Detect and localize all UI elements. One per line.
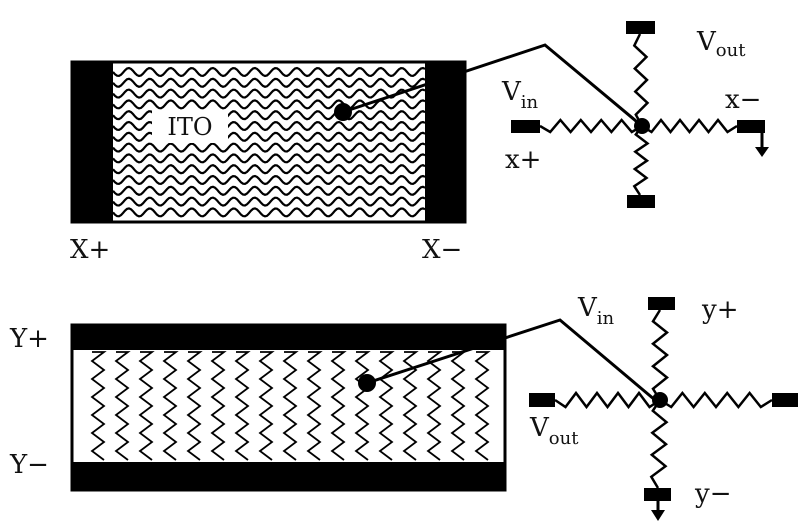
- wave-line: [112, 142, 426, 153]
- zigzag-line: [282, 351, 299, 461]
- terminal-y-plus: [648, 297, 675, 310]
- wave-line: [112, 88, 426, 99]
- x-layer-outline: [70, 60, 467, 224]
- resistor-icon: [632, 125, 650, 196]
- x-equivalent-circuit: Vout Vin x− x+: [501, 21, 769, 208]
- wave-line: [112, 196, 426, 207]
- resistor-icon: [632, 33, 650, 127]
- wave-line: [112, 164, 426, 175]
- y-minus-terminal-label: y−: [694, 479, 731, 509]
- zigzag-line: [306, 351, 323, 461]
- y-resistor-network: [554, 309, 773, 489]
- terminal-top: [626, 21, 655, 34]
- y-minus-label: Y−: [9, 450, 49, 480]
- zigzag-line: [258, 351, 275, 461]
- terminal-y-minus: [644, 488, 671, 501]
- y-probe-wire: [366, 318, 656, 402]
- zigzag-line: [330, 351, 347, 461]
- resistor-icon: [641, 117, 738, 135]
- y-layer-panel: Y+ Y−: [9, 318, 656, 492]
- zigzag-line: [114, 351, 131, 461]
- x-plus-electrode: [72, 62, 113, 222]
- wave-line: [112, 185, 426, 196]
- x-probe-wire: [342, 43, 643, 128]
- terminal-x-plus: [511, 120, 540, 133]
- y-plus-label: Y+: [9, 324, 49, 354]
- x-plus-label: X+: [70, 235, 110, 265]
- x-touch-point: [334, 103, 352, 121]
- y-node: [652, 392, 668, 408]
- zigzag-line: [210, 351, 227, 461]
- ito-label-box: [152, 110, 228, 143]
- wave-line: [112, 99, 426, 110]
- x-node: [634, 118, 650, 134]
- ito-label: ITO: [167, 113, 212, 141]
- y-vin-label: Vin: [577, 293, 615, 329]
- resistor-icon: [659, 390, 773, 410]
- zigzag-line: [402, 351, 419, 461]
- terminal-left: [529, 393, 555, 407]
- wave-line: [112, 66, 426, 78]
- zigzag-line: [234, 351, 251, 461]
- x-minus-electrode: [425, 62, 465, 222]
- zigzag-line: [354, 351, 371, 461]
- zigzag-line: [450, 351, 467, 461]
- zigzag-line: [162, 351, 179, 461]
- resistor-icon: [651, 309, 669, 401]
- y-plus-terminal-label: y+: [701, 295, 738, 325]
- x-vout-label: Vout: [696, 27, 746, 61]
- y-touch-point: [358, 374, 376, 392]
- zigzag-line: [90, 351, 107, 461]
- y-plus-electrode: [72, 325, 505, 350]
- zigzag-line: [138, 351, 155, 461]
- zigzag-line: [186, 351, 203, 461]
- x-minus-terminal-label: x−: [725, 85, 761, 115]
- y-vout-label: Vout: [529, 413, 579, 449]
- zigzag-pattern: [90, 351, 491, 461]
- x-vin-label: Vin: [501, 77, 539, 113]
- y-equivalent-circuit: Vin y+ Vout y−: [529, 293, 798, 521]
- x-layer-panel: ITO X+ X−: [70, 43, 643, 265]
- wave-line: [112, 207, 426, 218]
- wave-line: [112, 77, 426, 88]
- ground-arrow-icon: [755, 147, 769, 157]
- terminal-bottom: [627, 195, 655, 208]
- resistor-icon: [539, 118, 643, 134]
- x-minus-label: X−: [422, 235, 462, 265]
- x-resistor-network: [539, 33, 738, 196]
- resistor-icon: [649, 399, 669, 489]
- y-minus-electrode: [72, 462, 505, 490]
- ground-arrow-icon: [651, 510, 665, 521]
- zigzag-line: [474, 351, 491, 461]
- wave-line: [112, 174, 426, 186]
- zigzag-line: [378, 351, 395, 461]
- terminal-x-minus: [737, 120, 765, 133]
- resistor-icon: [554, 390, 661, 410]
- wave-line: [112, 153, 426, 164]
- terminal-right: [772, 393, 798, 407]
- ito-wave-pattern: [112, 66, 426, 218]
- x-plus-terminal-label: x+: [505, 145, 541, 175]
